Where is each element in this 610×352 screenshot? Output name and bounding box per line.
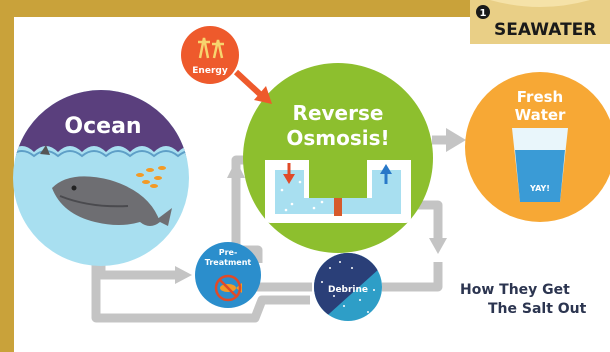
pretreatment-label-line1: Pre-	[219, 248, 238, 257]
arrow-down-icon	[283, 174, 295, 184]
energy-label: Energy	[192, 66, 228, 76]
ocean-node: Ocean	[13, 90, 189, 266]
caption-line2: The Salt Out	[488, 301, 587, 317]
energy-arrow	[254, 86, 272, 104]
whale-icon	[52, 176, 160, 226]
ro-label-line1: Reverse	[293, 101, 384, 125]
water-glass-icon: YAY!	[512, 128, 568, 202]
seawater-step-tag: 1 SEAWATER	[470, 0, 610, 44]
pretreatment-node: Pre- Treatment	[195, 242, 261, 308]
debrine-label: Debrine	[328, 285, 368, 295]
energy-node: Energy	[181, 26, 272, 104]
step-number: 1	[480, 8, 487, 19]
membrane	[334, 198, 342, 216]
fresh-water-label-line1: Fresh	[517, 88, 563, 106]
arrow-up-icon	[380, 164, 392, 174]
u-tube-membrane-icon	[265, 160, 411, 223]
flow-arrowheads	[175, 128, 466, 284]
pretreatment-label-line2: Treatment	[205, 258, 252, 267]
ro-label-line2: Osmosis!	[286, 126, 389, 150]
fresh-water-label-line2: Water	[515, 106, 566, 124]
step-number-badge	[476, 5, 490, 19]
ocean-label: Ocean	[64, 114, 141, 139]
fresh-water-node: Fresh Water YAY!	[465, 72, 610, 222]
step-label: SEAWATER	[494, 20, 596, 40]
power-tower-icon	[198, 37, 224, 59]
caption-line1: How They Get	[460, 282, 570, 298]
fish-icon	[136, 166, 166, 188]
reverse-osmosis-node: Reverse Osmosis!	[243, 63, 433, 253]
no-fish-icon	[214, 274, 242, 302]
glass-label: YAY!	[529, 184, 550, 193]
